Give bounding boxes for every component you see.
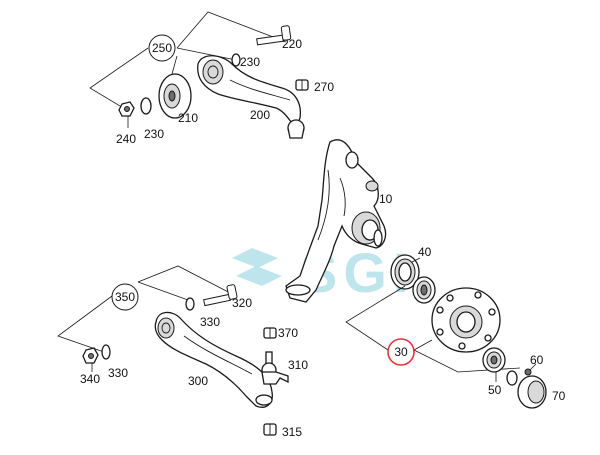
upper-control-arm-200 (197, 55, 305, 139)
watermark-logo-bottom (236, 266, 282, 286)
label-230-lower: 230 (144, 127, 164, 141)
bolt-320 (203, 284, 238, 307)
nut-240 (118, 101, 135, 117)
label-200: 200 (250, 108, 270, 122)
label-70: 70 (552, 389, 566, 403)
label-320: 320 (232, 296, 252, 310)
seal-40 (390, 254, 420, 290)
label-210: 210 (178, 111, 198, 125)
lower-control-arm-300 (154, 311, 273, 408)
bearing-50 (482, 347, 506, 373)
label-40: 40 (418, 245, 432, 259)
label-250: 250 (152, 41, 172, 55)
label-240: 240 (116, 132, 136, 146)
leader-30-seal (345, 285, 406, 351)
washer-330-lower (101, 344, 111, 360)
leader-350-340 (57, 295, 113, 353)
leader-30-hub (413, 339, 433, 351)
leader-350-330 (137, 281, 189, 301)
label-330-lower: 330 (108, 366, 128, 380)
label-340: 340 (80, 372, 100, 386)
bolt-220 (256, 25, 292, 46)
nut-340 (82, 347, 99, 364)
washer-230-lower (140, 97, 152, 115)
clip-60 (506, 363, 537, 386)
label-370: 370 (278, 326, 298, 340)
washer-230-upper (231, 53, 241, 67)
label-60: 60 (530, 353, 544, 367)
label-220: 220 (282, 37, 302, 51)
leader-250-240 (89, 47, 149, 113)
label-330-upper: 330 (200, 315, 220, 329)
nut-315 (263, 423, 277, 436)
nut-370 (263, 327, 277, 339)
label-350: 350 (115, 290, 135, 304)
lower-arm-leaders (57, 265, 237, 372)
ball-joint-310 (261, 351, 289, 385)
callout-circle-350 (111, 283, 139, 311)
leader-350-320 (137, 265, 237, 297)
label-10: 10 (379, 192, 393, 206)
wheel-hub (431, 287, 501, 353)
leader-40 (411, 257, 421, 263)
label-315: 315 (282, 425, 302, 439)
label-30: 30 (394, 345, 408, 359)
leader-250-220 (176, 11, 287, 49)
callout-circle-30-highlight (387, 338, 415, 366)
bearing-30 (412, 276, 436, 304)
label-50: 50 (488, 383, 502, 397)
callout-circle-250 (148, 34, 176, 62)
label-270: 270 (314, 80, 334, 94)
watermark-logo-top (232, 248, 278, 268)
leader-250-230 (176, 47, 237, 61)
bushing-210 (158, 73, 192, 119)
washer-330-upper (185, 297, 195, 311)
nut-270 (295, 79, 309, 91)
label-230-upper: 230 (240, 55, 260, 69)
steering-knuckle-10 (285, 139, 387, 303)
label-300: 300 (188, 374, 208, 388)
label-310: 310 (288, 358, 308, 372)
dust-cap-70 (517, 375, 547, 409)
